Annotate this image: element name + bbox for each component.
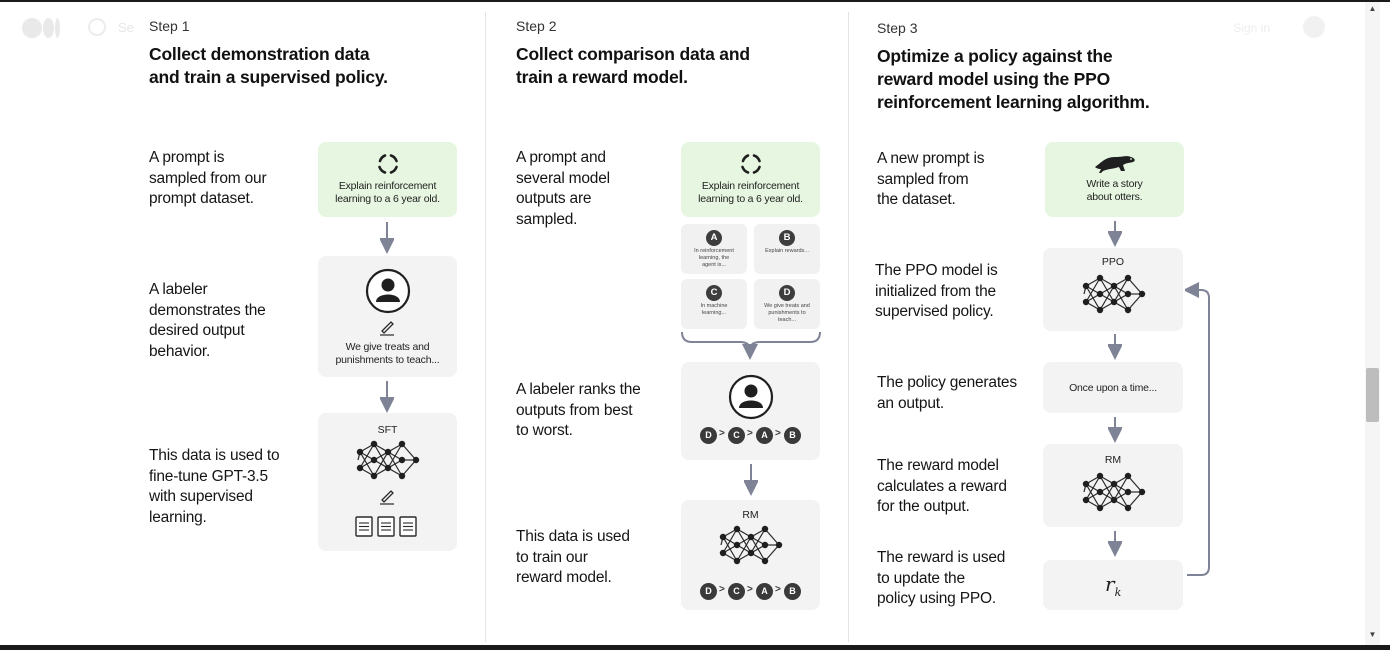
documents-icon [355, 516, 417, 537]
ranking-row: D> C> A> B [700, 427, 802, 445]
column-divider [848, 12, 849, 642]
scroll-up-arrow-icon[interactable]: ▲ [1368, 4, 1377, 13]
arrow-down-icon [380, 222, 394, 254]
step3-ppo-box: PPO [1043, 248, 1183, 331]
step2-rm-box: RM D> C> A> B [681, 500, 820, 610]
pencil-icon [379, 321, 395, 336]
step3-reward-box: rk [1043, 560, 1183, 610]
person-icon [728, 374, 774, 420]
arrow-down-icon [1108, 417, 1122, 443]
ppo-label: PPO [1101, 256, 1125, 268]
arrow-down-icon [1108, 334, 1122, 360]
step1-label: Step 1 [149, 18, 190, 34]
rm-label: RM [742, 509, 759, 521]
pencil-icon [379, 490, 395, 505]
output-text: Explain rewards... [765, 248, 809, 254]
reward-symbol: rk [1105, 572, 1122, 599]
arrow-down-icon [1108, 221, 1122, 247]
neural-network-icon [1082, 274, 1146, 314]
ranking-row: D> C> A> B [700, 583, 802, 601]
feedback-loop-arrow-icon [1185, 282, 1210, 576]
output-card-b: B Explain rewards... [754, 224, 820, 274]
medium-logo-icon[interactable] [22, 18, 62, 38]
scrollbar-thumb[interactable] [1366, 368, 1379, 422]
person-icon [365, 268, 411, 314]
scroll-down-arrow-icon[interactable]: ▼ [1368, 630, 1377, 639]
window-top-edge [0, 0, 1390, 2]
output-text: Once upon a time... [1069, 382, 1157, 394]
step1-sft-box: SFT [318, 413, 457, 551]
bracket-arrow-icon [681, 331, 821, 360]
arrow-down-icon [1108, 531, 1122, 557]
neural-network-icon [719, 525, 783, 565]
output-letter: D [779, 285, 795, 301]
neural-network-icon [1082, 472, 1146, 512]
step3-label: Step 3 [877, 20, 918, 36]
vertical-scrollbar[interactable] [1365, 2, 1380, 645]
step3-rm-box: RM [1043, 444, 1183, 527]
arrow-down-icon [744, 464, 758, 496]
arrow-down-icon [380, 381, 394, 413]
neural-network-icon [356, 440, 420, 480]
step2-labeler-box: D> C> A> B [681, 362, 820, 460]
output-letter: B [779, 230, 795, 246]
window-bottom-edge [0, 645, 1390, 650]
search-icon[interactable] [88, 18, 106, 36]
output-letter: A [706, 230, 722, 246]
faded-site-header: Se Sign in [0, 12, 1365, 46]
column-divider [485, 12, 486, 642]
output-letter: C [706, 285, 722, 301]
otter-icon [1095, 156, 1135, 173]
sft-label: SFT [377, 424, 398, 436]
sign-in-link[interactable]: Sign in [1233, 21, 1270, 35]
rm-label: RM [1104, 454, 1122, 466]
loop-icon [741, 154, 761, 174]
loop-icon [378, 154, 398, 174]
step3-output-box: Once upon a time... [1043, 362, 1183, 413]
avatar-icon[interactable] [1303, 16, 1325, 38]
step2-label: Step 2 [516, 18, 557, 34]
search-placeholder[interactable]: Se [118, 20, 134, 35]
